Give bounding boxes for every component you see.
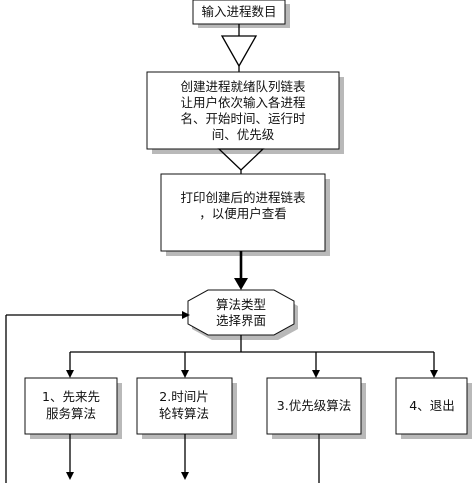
fcfs-option-box	[24, 377, 118, 435]
connector-funnel	[217, 148, 265, 171]
exit-option-box	[395, 377, 468, 435]
fcfs-line-2: 服务算法	[46, 406, 96, 421]
round-robin-option-box	[136, 377, 233, 435]
algorithm-menu-node	[187, 289, 295, 336]
round-robin-line-1: 2.时间片	[159, 389, 208, 404]
print-list-line-2: ，以便用户查看	[199, 206, 287, 221]
print-list-box	[160, 173, 326, 252]
exit-text: 4、退出	[409, 398, 454, 413]
input-count-text: 输入进程数目	[201, 4, 276, 19]
round-robin-line-2: 轮转算法	[159, 406, 209, 421]
priority-option-box	[266, 377, 362, 435]
fcfs-line-1: 1、先来先	[42, 389, 100, 404]
create-queue-box	[146, 71, 340, 150]
create-queue-line-4: 间、优先级	[212, 127, 275, 142]
priority-text: 3.优先级算法	[277, 398, 351, 413]
create-queue-line-3: 名、开始时间、运行时	[180, 111, 306, 126]
algorithm-menu-line-1: 算法类型	[216, 297, 266, 312]
algorithm-menu-line-2: 选择界面	[216, 313, 266, 328]
print-list-line-1: 打印创建后的进程链表	[180, 190, 306, 205]
connector-funnel	[220, 35, 258, 68]
create-queue-line-1: 创建进程就绪队列链表	[180, 79, 306, 94]
create-queue-line-2: 让用户依次输入各进程	[180, 95, 306, 110]
input-count-box	[192, 0, 286, 25]
